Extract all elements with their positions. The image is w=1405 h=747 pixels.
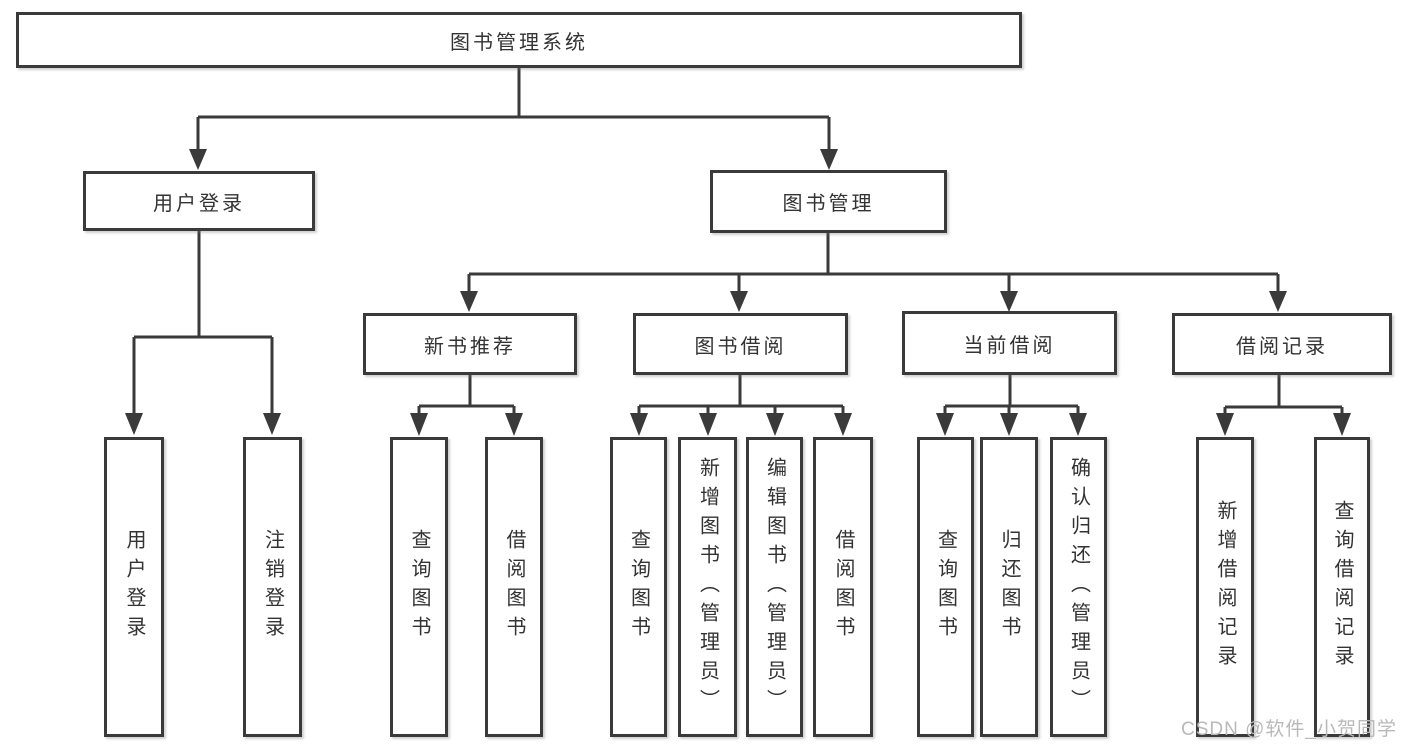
leaf-query-borrow-record: 查询借阅记录 [1314,437,1370,737]
csdn-watermark: CSDN @软件_小贺同学 [1181,719,1397,740]
connector-book-borrow-branch [630,375,852,436]
leaf-query-books-recommend: 查询图书 [390,437,448,737]
leaf-confirm-return-admin: 确认归还（管理员） [1050,437,1107,737]
leaf-borrow-books: 借阅图书 [813,437,873,737]
node-new-book-recommend: 新书推荐 [363,313,577,375]
node-book-borrow: 图书借阅 [633,313,848,375]
leaf-query-books-borrow: 查询图书 [610,437,667,737]
leaf-borrow-books-recommend: 借阅图书 [485,437,543,737]
connector-borrow-records-branch [1216,375,1351,436]
node-current-borrow: 当前借阅 [902,311,1117,375]
leaf-edit-book-admin: 编辑图书（管理员） [746,437,803,737]
node-library-management-system: 图书管理系统 [16,12,1022,68]
node-book-management: 图书管理 [710,170,947,233]
node-user-login: 用户登录 [83,171,315,231]
connector-new-book-branch [410,375,523,436]
leaf-return-book: 归还图书 [980,437,1038,737]
leaf-add-book-admin: 新增图书（管理员） [678,437,737,737]
connector-user-login-branch [125,231,281,435]
connector-current-borrow-branch [936,375,1087,436]
connector-book-management-branch [460,233,1287,312]
leaf-query-books-current: 查询图书 [917,437,974,737]
connector-root-to-level2 [189,68,838,170]
leaf-logout: 注销登录 [243,437,302,737]
node-borrow-records: 借阅记录 [1172,313,1392,375]
leaf-user-login: 用户登录 [104,437,164,737]
leaf-add-borrow-record: 新增借阅记录 [1196,437,1254,737]
